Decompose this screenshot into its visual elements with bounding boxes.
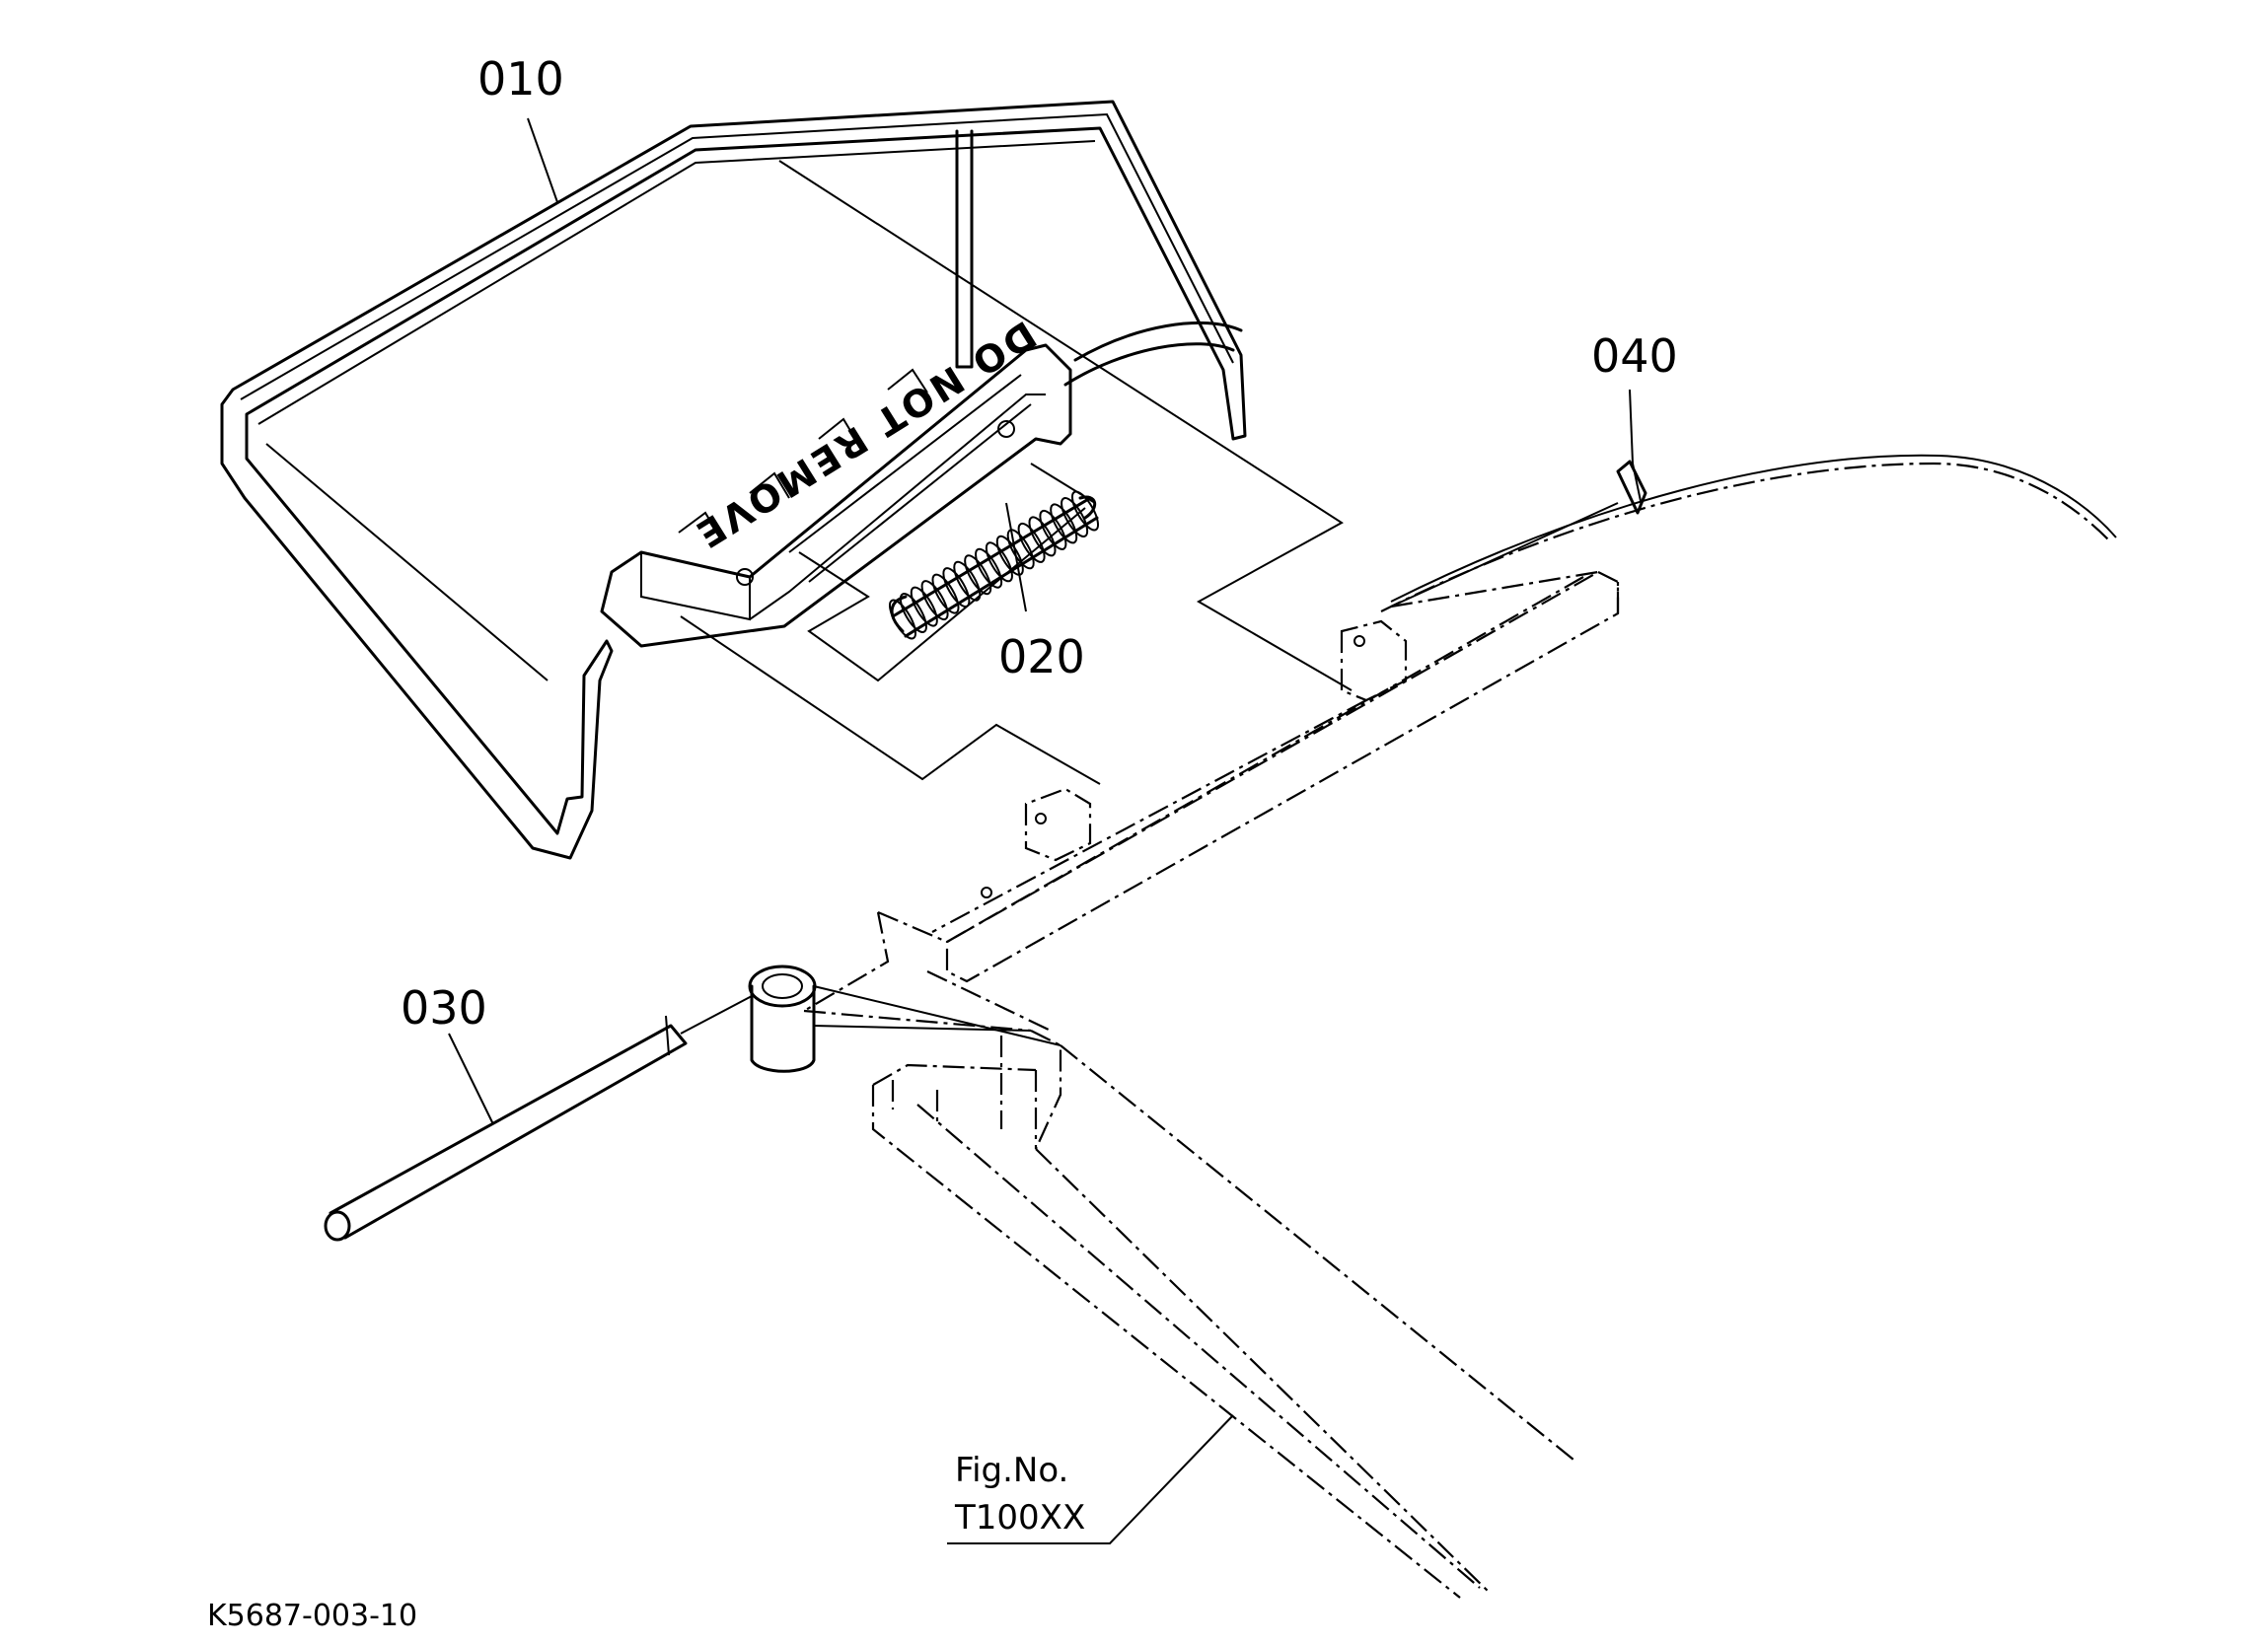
spring-coil xyxy=(995,535,1024,576)
spring-coil xyxy=(889,599,916,640)
spring-coil xyxy=(1050,503,1078,544)
spring-coil xyxy=(942,567,971,608)
spring-coil xyxy=(931,573,960,614)
hinge-rod xyxy=(324,1015,688,1242)
spring-coil xyxy=(1071,490,1099,532)
spring-coil xyxy=(1017,522,1046,563)
part-label-040: 040 xyxy=(1591,329,1678,383)
part-label-030: 030 xyxy=(401,981,487,1035)
discharge-guard: DO NOT REMOVE xyxy=(220,100,1353,860)
spring-coil xyxy=(953,560,982,602)
deck-frame xyxy=(680,454,2117,1599)
drawing-code: K5687-003-10 xyxy=(207,1599,417,1633)
spring-coil xyxy=(985,541,1013,583)
spring-coil xyxy=(920,580,949,621)
torsion-spring xyxy=(889,490,1099,640)
spring-coil xyxy=(1028,516,1057,557)
warning-text: DO NOT REMOVE xyxy=(687,313,1044,558)
leader-lines xyxy=(448,117,1634,1544)
spring-coil xyxy=(1039,509,1067,550)
part-label-020: 020 xyxy=(998,630,1085,683)
spring-coil xyxy=(1061,497,1089,537)
spring-coil xyxy=(975,547,1003,589)
fig-ref-number: T100XX xyxy=(954,1498,1085,1538)
spring-coil xyxy=(1006,529,1035,570)
part-label-010: 010 xyxy=(477,52,564,106)
spring-coil xyxy=(899,593,927,633)
spring-coil xyxy=(910,586,938,627)
spring-coil xyxy=(964,554,992,596)
fig-ref-label: Fig.No. xyxy=(955,1451,1068,1490)
